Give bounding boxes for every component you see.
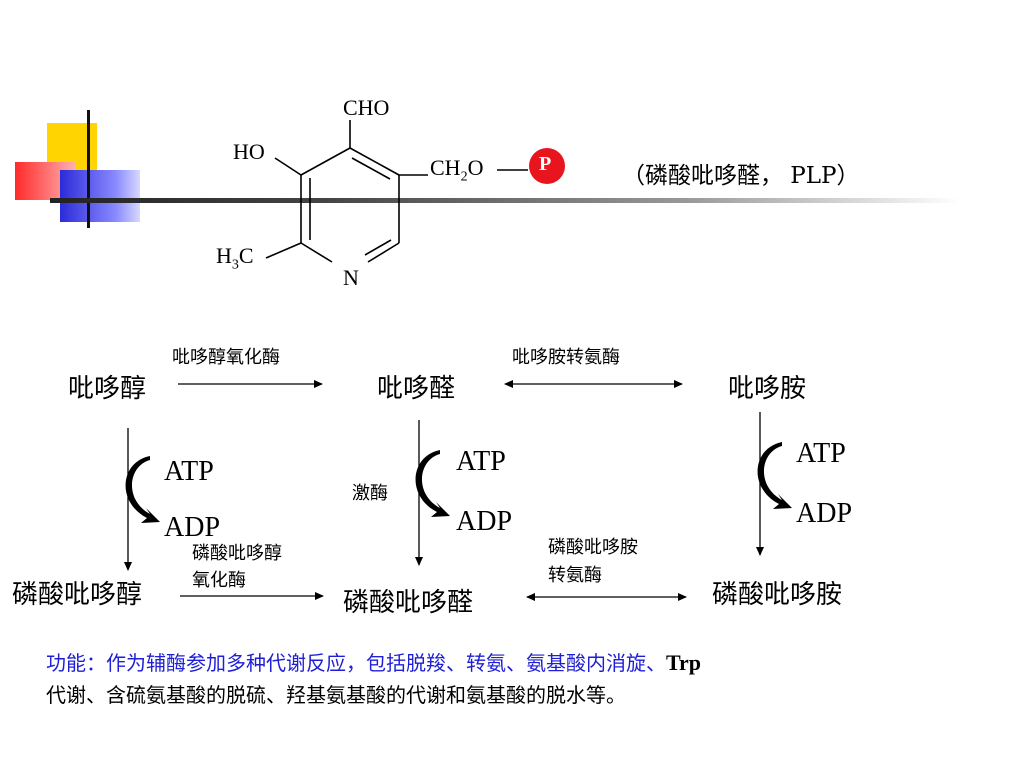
deco-horizontal-line (50, 198, 960, 203)
atp-label-1: ATP (164, 456, 214, 487)
ch2o-label: CH2O (430, 155, 484, 185)
pyridine-ring (265, 120, 528, 263)
pyridoxamine-label: 吡哆胺 (728, 374, 807, 404)
phosphate-label: P (539, 153, 552, 175)
atp-label-3: ATP (796, 438, 846, 469)
ho-label: HO (233, 139, 265, 164)
pnp-oxidase-line2: 氧化酶 (192, 570, 246, 591)
curved-arrow-1 (125, 456, 160, 523)
function-line-2: 代谢、含硫氨基酸的脱硫、羟基氨基酸的代谢和氨基酸的脱水等。 (46, 683, 626, 707)
atp-label-2: ATP (456, 446, 506, 477)
adp-label-1: ADP (164, 512, 221, 543)
pmp-transaminase-line1: 磷酸吡哆胺 (548, 537, 638, 558)
pyridoxol-oxidase-label: 吡哆醇氧化酶 (172, 347, 280, 368)
function-line-1: 功能：作为辅酶参加多种代谢反应，包括脱羧、转氨、氨基酸内消旋、Trp (46, 650, 702, 675)
pyridoxol-phosphate-label: 磷酸吡哆醇 (12, 580, 143, 610)
pyridoxol-label: 吡哆醇 (68, 374, 147, 404)
plp-caption: （磷酸吡哆醛， PLP） (622, 163, 860, 189)
pmp-transaminase-line2: 转氨酶 (548, 565, 602, 586)
phosphate-circle (529, 148, 565, 184)
pyridoxamine-phosphate-label: 磷酸吡哆胺 (712, 580, 843, 610)
curved-arrow-3 (757, 442, 792, 509)
pyridoxamine-transaminase-label: 吡哆胺转氨酶 (512, 347, 620, 368)
pyridoxal-phosphate-label: 磷酸吡哆醛 (343, 588, 474, 618)
deco-vertical-line (87, 110, 90, 228)
curved-arrow-2 (415, 450, 450, 517)
cho-label: CHO (343, 95, 390, 120)
n-label: N (343, 265, 359, 290)
deco-blue-square (60, 170, 140, 222)
h3c-label: H3C (216, 243, 254, 273)
adp-label-3: ADP (796, 498, 853, 529)
kinase-label: 激酶 (352, 483, 388, 504)
adp-label-2: ADP (456, 506, 513, 537)
pyridoxal-label: 吡哆醛 (377, 374, 456, 404)
pnp-oxidase-line1: 磷酸吡哆醇 (192, 543, 282, 564)
